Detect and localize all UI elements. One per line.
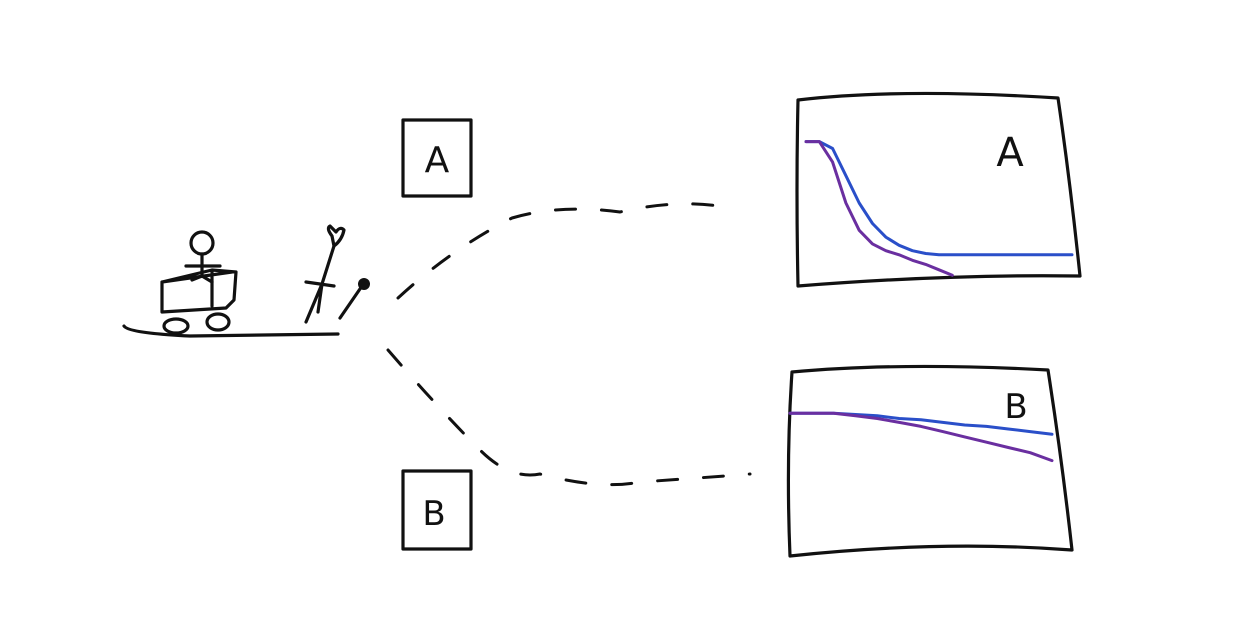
chart-a-frame (795, 91, 1082, 288)
cart-box (160, 268, 238, 314)
chart-a-title: A (996, 130, 1024, 176)
cart-person-head (189, 230, 215, 256)
ground-line (122, 324, 340, 338)
chart-a: A (795, 91, 1082, 288)
chart-a-series-line-1 (804, 140, 1074, 257)
cart-wheel-right (205, 312, 231, 332)
branch-path-a (396, 202, 732, 300)
branch-path-b (386, 348, 752, 487)
chart-b-title: B (1004, 387, 1027, 427)
chart-b-series-group (788, 411, 1054, 463)
option-box-a: A (401, 118, 473, 198)
golfer-body (304, 244, 336, 324)
chart-a-series-line-2 (804, 140, 954, 277)
chart-a-series-group (804, 140, 1074, 277)
chart-b-frame (786, 364, 1074, 558)
option-box-b: B (401, 469, 473, 551)
option-box-b-frame (401, 469, 473, 551)
golfer-head (326, 224, 346, 248)
option-box-a-label: A (425, 140, 450, 181)
option-box-b-label: B (422, 494, 445, 534)
golf-club (338, 284, 364, 320)
cart-wheel-left (162, 317, 190, 335)
golf-ball (358, 278, 370, 290)
option-box-a-frame (401, 118, 473, 198)
chart-b: B (786, 364, 1074, 558)
chart-b-series-line-2 (788, 411, 1054, 463)
scene-illustration (122, 224, 370, 338)
